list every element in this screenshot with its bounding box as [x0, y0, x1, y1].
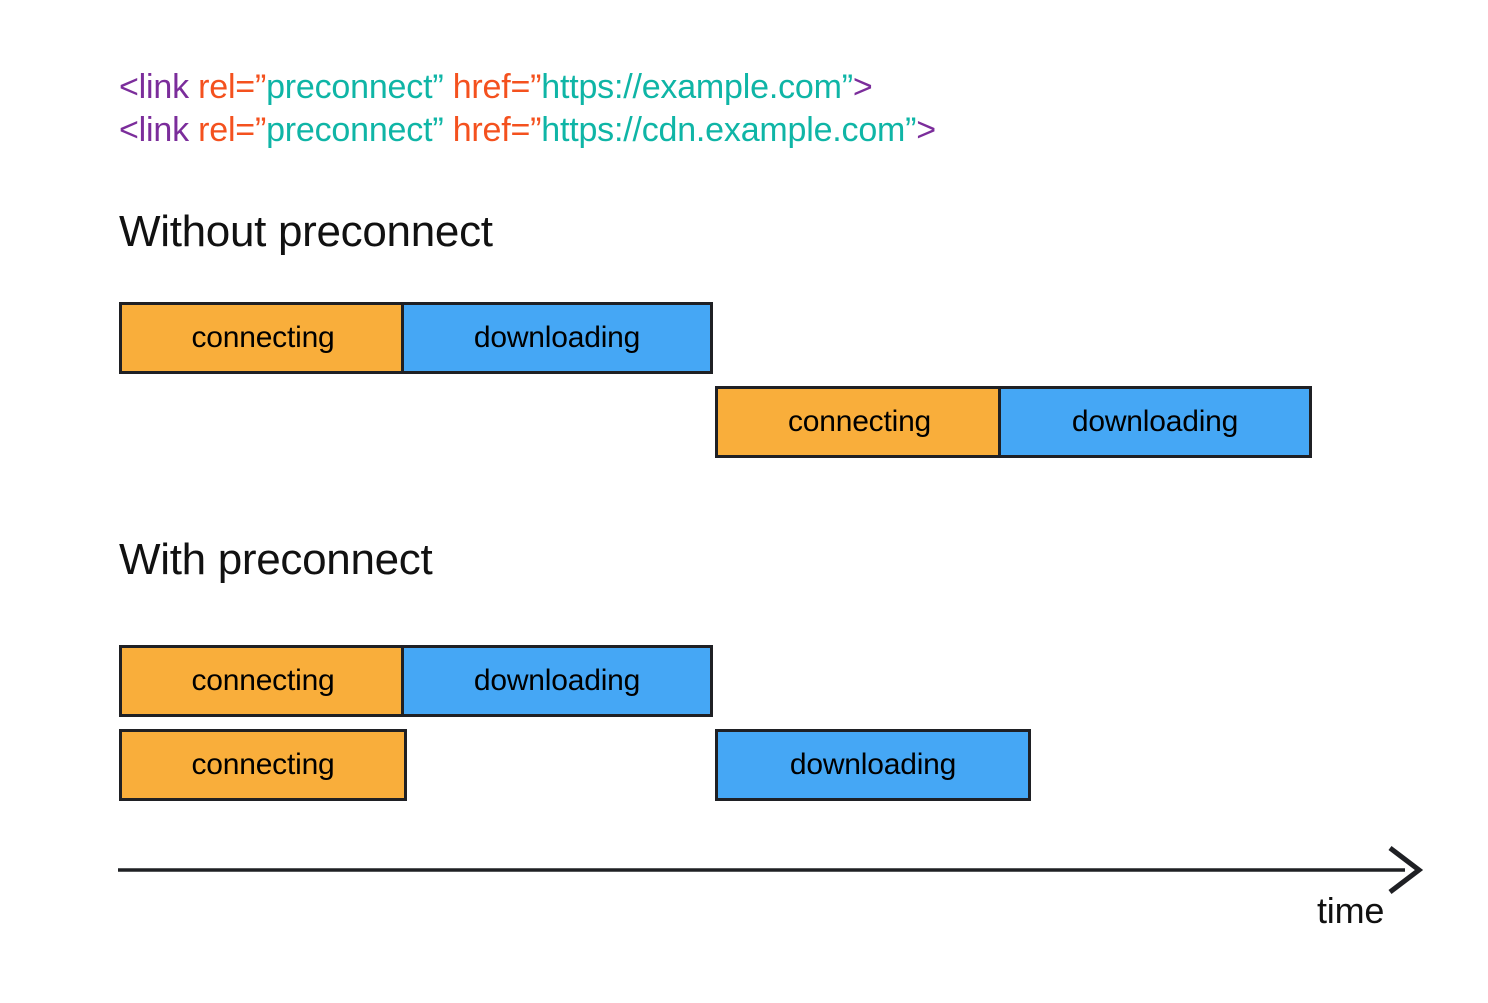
bar-segment-connecting: connecting — [715, 386, 1004, 458]
code-line-1: <link rel=”preconnect” href=”https://exa… — [119, 66, 936, 109]
code-attr-rel: rel=” — [188, 111, 267, 149]
code-attr-rel: rel=” — [188, 68, 267, 106]
code-snippet: <link rel=”preconnect” href=”https://exa… — [119, 66, 936, 152]
code-attr-href: href=” — [443, 111, 542, 149]
arrow-right-icon — [1388, 846, 1424, 894]
code-line-2: <link rel=”preconnect” href=”https://cdn… — [119, 109, 936, 152]
bar-segment-downloading: downloading — [998, 386, 1312, 458]
bar-segment-downloading: downloading — [401, 645, 713, 717]
time-axis-label: time — [1317, 890, 1385, 931]
bar-segment-connecting: connecting — [119, 645, 407, 717]
code-tag-close: > — [916, 111, 936, 149]
section-title-without-preconnect: Without preconnect — [119, 207, 493, 256]
time-axis — [118, 846, 1424, 894]
section-title-with-preconnect: With preconnect — [119, 535, 433, 584]
code-attr-href: href=” — [443, 68, 542, 106]
bar-segment-connecting: connecting — [119, 302, 407, 374]
code-tag-open: <link — [119, 111, 189, 149]
bar-segment-downloading: downloading — [401, 302, 713, 374]
code-value-href: https://example.com” — [541, 68, 853, 106]
code-value-rel: preconnect” — [266, 68, 444, 106]
code-value-href: https://cdn.example.com” — [541, 111, 917, 149]
bar-segment-downloading: downloading — [715, 729, 1031, 801]
code-value-rel: preconnect” — [266, 111, 444, 149]
code-tag-close: > — [852, 68, 873, 106]
bar-segment-connecting: connecting — [119, 729, 407, 801]
code-tag-open: <link — [119, 68, 189, 106]
